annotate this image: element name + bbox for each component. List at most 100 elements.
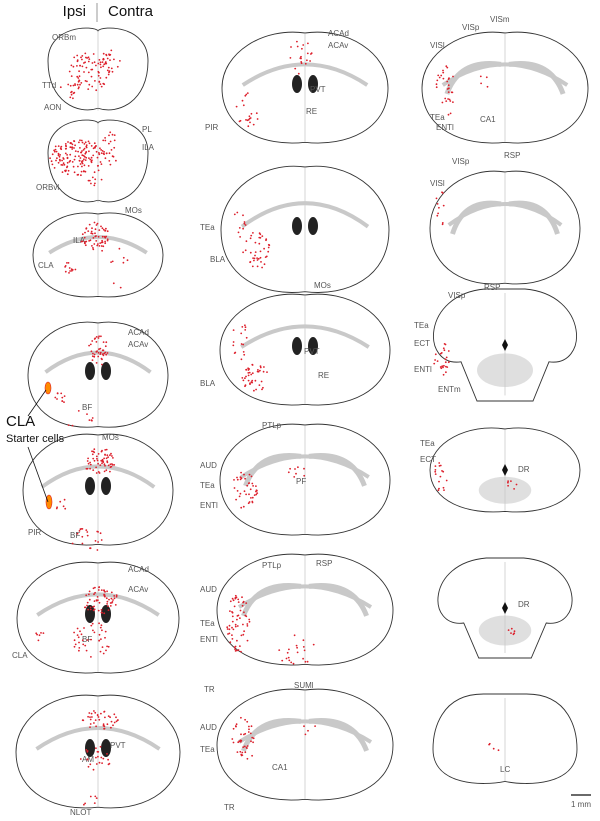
labeled-cell xyxy=(71,161,74,163)
labeled-cell xyxy=(104,230,106,232)
labeled-cell xyxy=(70,270,73,272)
labeled-cell xyxy=(260,261,262,263)
labeled-cell xyxy=(265,238,268,241)
labeled-cell xyxy=(95,64,97,67)
labeled-cell xyxy=(88,598,91,601)
white-matter-tract xyxy=(40,464,156,489)
labeled-cell xyxy=(110,591,113,594)
labeled-cell xyxy=(69,270,71,272)
labeled-cell xyxy=(104,716,106,719)
labeled-cell xyxy=(73,631,75,634)
labeled-cell xyxy=(106,723,109,726)
labeled-cell xyxy=(106,238,109,241)
hippocampus-right xyxy=(508,61,566,95)
labeled-cell xyxy=(107,609,110,611)
labeled-cell xyxy=(97,351,100,354)
labeled-cell xyxy=(102,757,105,760)
labeled-cell xyxy=(93,353,96,356)
labeled-cell xyxy=(250,475,253,478)
labeled-cell xyxy=(236,615,239,617)
labeled-cell xyxy=(314,725,316,727)
labeled-cell xyxy=(51,163,54,166)
labeled-cell xyxy=(85,749,88,751)
region-label: VISl xyxy=(430,179,445,188)
region-label: ACAd xyxy=(128,565,149,574)
labeled-cell xyxy=(95,341,98,343)
labeled-cell xyxy=(254,241,257,244)
ventricle-left xyxy=(85,362,95,380)
labeled-cell xyxy=(79,630,81,633)
labeled-cell xyxy=(89,343,92,346)
labeled-cell xyxy=(296,646,298,649)
labeled-cell xyxy=(303,467,305,470)
labeled-cell xyxy=(83,236,86,239)
labeled-cell xyxy=(55,159,57,162)
region-label: PVT xyxy=(110,741,126,750)
labeled-cell xyxy=(97,755,99,758)
labeled-cell xyxy=(108,152,111,155)
labeled-cell xyxy=(251,364,254,366)
labeled-cell xyxy=(59,86,62,89)
labeled-cell xyxy=(111,601,114,603)
labeled-cell xyxy=(248,117,251,120)
labeled-cell xyxy=(248,725,250,728)
labeled-cell xyxy=(250,373,253,376)
labeled-cell xyxy=(70,93,73,96)
labeled-cell xyxy=(245,240,248,243)
labeled-cell xyxy=(244,326,247,329)
labeled-cell xyxy=(240,733,242,736)
labeled-cell xyxy=(104,454,106,456)
labeled-cell xyxy=(87,457,89,460)
labeled-cell xyxy=(240,471,243,474)
labeled-cell xyxy=(297,466,299,469)
labeled-cell xyxy=(98,639,101,642)
labeled-cell xyxy=(235,105,238,108)
labeled-cell xyxy=(100,66,102,69)
labeled-cell xyxy=(87,60,90,63)
labeled-cell xyxy=(64,270,67,273)
region-label: VISp xyxy=(448,291,466,300)
labeled-cell xyxy=(115,594,118,597)
labeled-cell xyxy=(510,480,512,482)
labeled-cell xyxy=(236,490,239,492)
labeled-cell xyxy=(51,153,54,156)
white-matter-tract xyxy=(35,726,161,751)
labeled-cell xyxy=(98,152,100,154)
labeled-cell xyxy=(242,746,245,748)
labeled-cell xyxy=(103,589,105,592)
labeled-cell xyxy=(245,746,248,749)
labeled-cell xyxy=(303,649,306,652)
labeled-cell xyxy=(62,157,65,159)
labeled-cell xyxy=(94,182,96,185)
labeled-cell xyxy=(251,372,254,375)
labeled-cell xyxy=(109,140,112,143)
labeled-cell xyxy=(60,148,63,151)
labeled-cell xyxy=(96,750,99,753)
labeled-cell xyxy=(113,597,116,600)
labeled-cell xyxy=(86,80,88,83)
labeled-cell xyxy=(90,145,93,147)
labeled-cell xyxy=(50,160,53,163)
labeled-cell xyxy=(95,725,97,728)
labeled-cell xyxy=(234,625,237,628)
labeled-cell xyxy=(92,147,95,150)
labeled-cell xyxy=(87,715,89,718)
labeled-cell xyxy=(434,359,436,361)
labeled-cell xyxy=(437,212,439,215)
labeled-cell xyxy=(254,254,256,257)
labeled-cell xyxy=(246,92,249,94)
labeled-cell xyxy=(480,82,482,85)
labeled-cell xyxy=(95,89,98,92)
cla-callout-subtitle: Starter cells xyxy=(6,433,65,445)
labeled-cell xyxy=(119,60,121,62)
labeled-cell xyxy=(247,374,250,377)
labeled-cell xyxy=(62,162,65,165)
labeled-cell xyxy=(112,599,114,601)
labeled-cell xyxy=(119,286,122,289)
labeled-cell xyxy=(66,157,69,160)
labeled-cell xyxy=(99,242,102,245)
labeled-cell xyxy=(447,84,450,87)
labeled-cell xyxy=(37,639,40,642)
labeled-cell xyxy=(243,490,246,493)
